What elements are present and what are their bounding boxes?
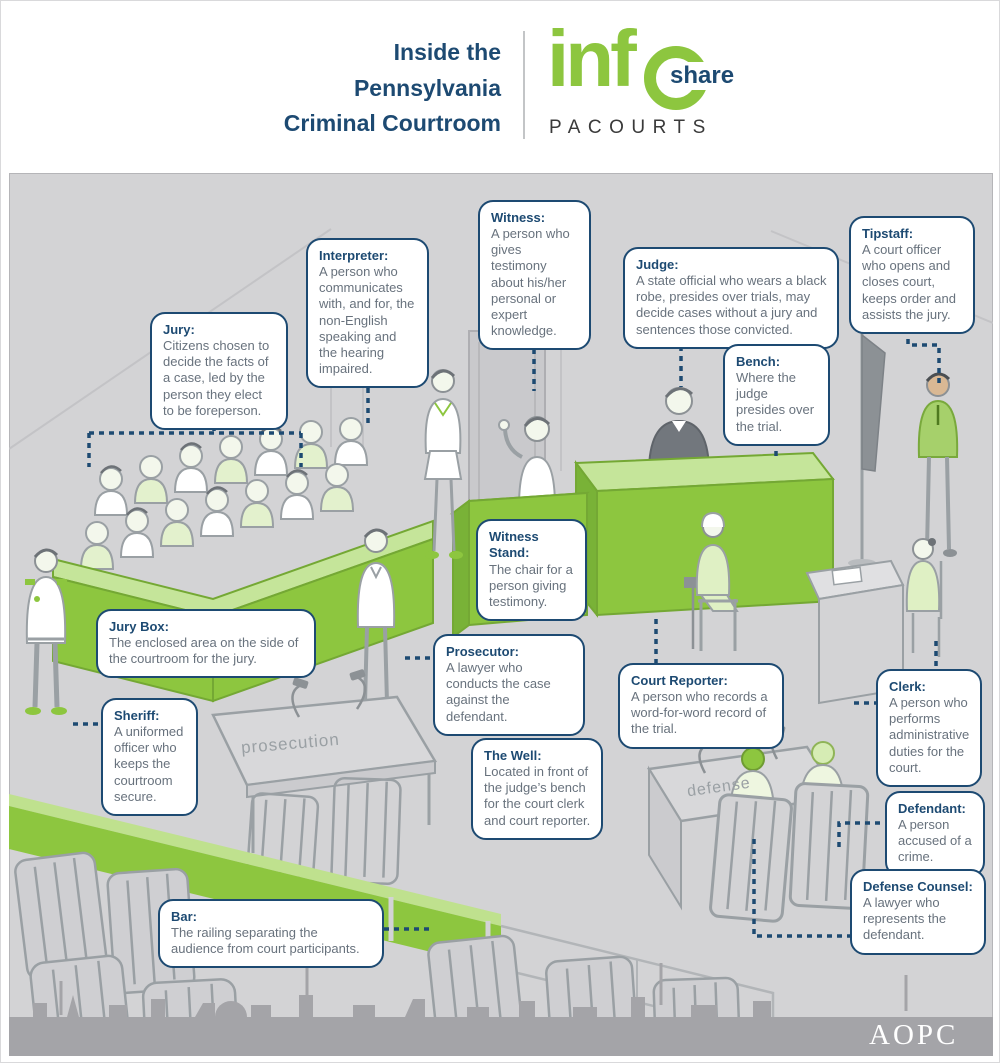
page-title: Inside the Pennsylvania Criminal Courtro… bbox=[111, 35, 501, 142]
witness-figure bbox=[498, 416, 557, 508]
callout-bar: Bar: The railing separating the audience… bbox=[158, 899, 384, 969]
callout-judge-body: A state official who wears a black robe,… bbox=[636, 273, 827, 337]
callout-interpreter-title: Interpreter: bbox=[319, 248, 389, 263]
callout-bar-body: The railing separating the audience from… bbox=[171, 925, 360, 957]
callout-the-well-title: The Well: bbox=[484, 748, 542, 763]
aopc-logo: AOPC bbox=[869, 1019, 959, 1051]
judge-figure bbox=[647, 387, 711, 468]
prosecution-table bbox=[211, 669, 438, 853]
callout-defense-counsel-title: Defense Counsel: bbox=[863, 879, 973, 894]
callout-defendant-body: A person accused of a crime. bbox=[898, 817, 972, 865]
callout-defense-counsel-body: A lawyer who represents the defendant. bbox=[863, 895, 947, 943]
callout-bench-title: Bench: bbox=[736, 354, 781, 369]
callout-witness-stand: Witness Stand: The chair for a person gi… bbox=[476, 519, 587, 621]
callout-defendant-title: Defendant: bbox=[898, 801, 966, 816]
flag-icon bbox=[848, 331, 886, 567]
callout-tipstaff-body: A court officer who opens and closes cou… bbox=[862, 242, 956, 322]
callout-bench-body: Where the judge presides over the trial. bbox=[736, 370, 815, 434]
header: Inside the Pennsylvania Criminal Courtro… bbox=[1, 1, 999, 173]
connector-defense-counsel bbox=[752, 839, 850, 938]
callout-defense-counsel: Defense Counsel: A lawyer who represents… bbox=[850, 869, 986, 955]
callout-interpreter-body: A person who communicates with, and for,… bbox=[319, 264, 415, 376]
callout-bar-title: Bar: bbox=[171, 909, 198, 924]
callout-court-reporter-title: Court Reporter: bbox=[631, 673, 728, 688]
callout-jury-title: Jury: bbox=[163, 322, 195, 337]
infoshare-logo: inf share PACOURTS bbox=[547, 19, 787, 149]
callout-clerk-body: A person who performs administrative dut… bbox=[889, 695, 970, 775]
callout-sheriff-body: A uniformed officer who keeps the courtr… bbox=[114, 724, 184, 804]
callout-witness-stand-title: Witness Stand: bbox=[489, 529, 539, 561]
sheriff-figure bbox=[25, 548, 67, 715]
callout-prosecutor-title: Prosecutor: bbox=[446, 644, 519, 659]
connector-clerk bbox=[854, 641, 938, 705]
callout-bench: Bench: Where the judge presides over the… bbox=[723, 344, 830, 446]
callout-jury-box-body: The enclosed area on the side of the cou… bbox=[109, 635, 299, 667]
callout-witness-body: A person who gives testimony about his/h… bbox=[491, 226, 570, 338]
logo-share-text: share bbox=[668, 62, 737, 90]
callout-interpreter: Interpreter: A person who communicates w… bbox=[306, 238, 429, 389]
callout-court-reporter: Court Reporter: A person who records a w… bbox=[618, 663, 784, 749]
callout-the-well-body: Located in front of the judge’s bench fo… bbox=[484, 764, 591, 828]
callout-witness: Witness: A person who gives testimony ab… bbox=[478, 200, 591, 351]
callout-witness-stand-body: The chair for a person giving testimony. bbox=[489, 561, 573, 609]
connector-defendant bbox=[837, 821, 885, 847]
callout-jury-box: Jury Box: The enclosed area on the side … bbox=[96, 609, 316, 679]
title-line-3: Criminal Courtroom bbox=[283, 110, 501, 137]
header-divider bbox=[523, 31, 525, 139]
logo-info-text: inf bbox=[547, 14, 637, 103]
callout-court-reporter-body: A person who records a word-for-word rec… bbox=[631, 689, 768, 737]
callout-sheriff: Sheriff: A uniformed officer who keeps t… bbox=[101, 698, 198, 816]
tipstaff-figure bbox=[917, 372, 959, 557]
title-line-2: Pennsylvania bbox=[353, 74, 501, 101]
callout-prosecutor-body: A lawyer who conducts the case against t… bbox=[446, 660, 551, 724]
callout-the-well: The Well: Located in front of the judge’… bbox=[471, 738, 603, 840]
callout-jury: Jury: Citizens chosen to decide the fact… bbox=[150, 312, 288, 430]
callout-defendant: Defendant: A person accused of a crime. bbox=[885, 791, 985, 877]
callout-judge-title: Judge: bbox=[636, 257, 679, 272]
callout-clerk-title: Clerk: bbox=[889, 679, 926, 694]
callout-tipstaff-title: Tipstaff: bbox=[862, 226, 914, 241]
callout-clerk: Clerk: A person who performs administrat… bbox=[876, 669, 982, 787]
callout-jury-body: Citizens chosen to decide the facts of a… bbox=[163, 338, 270, 418]
callout-judge: Judge: A state official who wears a blac… bbox=[623, 247, 839, 349]
callout-prosecutor: Prosecutor: A lawyer who conducts the ca… bbox=[433, 634, 585, 736]
defense-chairs bbox=[709, 782, 870, 923]
logo-pacourts-text: PACOURTS bbox=[549, 117, 713, 138]
title-line-1: Inside the bbox=[393, 39, 501, 65]
interpreter-figure bbox=[423, 369, 463, 559]
jury-figures bbox=[79, 417, 369, 570]
callout-sheriff-title: Sheriff: bbox=[114, 708, 160, 723]
skyline bbox=[9, 963, 993, 1056]
court-reporter-figure bbox=[684, 511, 739, 651]
clerk-figure bbox=[905, 538, 943, 657]
callout-witness-title: Witness: bbox=[491, 210, 546, 225]
callout-tipstaff: Tipstaff: A court officer who opens and … bbox=[849, 216, 975, 334]
callout-jury-box-title: Jury Box: bbox=[109, 619, 169, 634]
